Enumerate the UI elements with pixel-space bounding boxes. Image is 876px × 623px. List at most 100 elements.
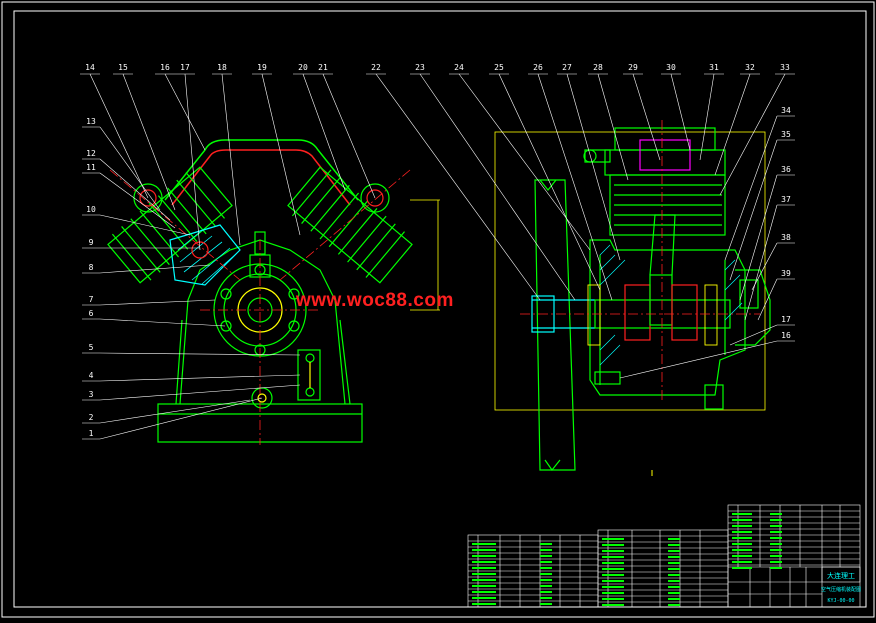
balloon-label: 33 (780, 63, 790, 72)
leader-line (375, 73, 541, 301)
leader-line (221, 73, 241, 246)
leader-line (498, 73, 601, 291)
balloon-label: 27 (562, 63, 572, 72)
balloon-label: 31 (709, 63, 719, 72)
balloon-label: 2 (89, 413, 94, 422)
company-name: 大连理工 (827, 571, 855, 580)
balloon-label: 1 (89, 429, 94, 438)
leader-line (729, 139, 778, 281)
balloon-label: 20 (298, 63, 308, 72)
leader-line (632, 73, 661, 161)
leader-line (99, 299, 216, 306)
leader-line (122, 73, 176, 211)
balloon-label: 29 (628, 63, 638, 72)
balloon-label: 30 (666, 63, 676, 72)
leader-line (99, 318, 226, 327)
balloon-label: 10 (86, 205, 96, 214)
balloon-label: 34 (781, 106, 791, 115)
leader-line (164, 73, 206, 151)
balloon-label: 16 (160, 63, 170, 72)
parts-list-tables (467, 504, 861, 608)
table-rows (468, 505, 860, 607)
leader-line (729, 324, 778, 346)
leader-line (302, 73, 346, 191)
transfer-pipe (164, 139, 359, 201)
leader-line (699, 73, 715, 161)
leader-line (458, 73, 591, 251)
drawing-title: 空气压缩机装配图 (821, 586, 861, 593)
parts-list-fill (472, 513, 782, 606)
balloon-label: 25 (494, 63, 504, 72)
drawing-number: KYJ-00-00 (827, 598, 854, 604)
leader-line (751, 242, 778, 291)
leader-line (670, 73, 691, 151)
leader-lines (80, 73, 795, 440)
leader-line (724, 115, 778, 261)
leader-line (719, 73, 786, 196)
leader-line (744, 204, 778, 321)
leader-line (419, 73, 576, 301)
side-section-view (494, 127, 771, 472)
balloon-label: 16 (781, 331, 791, 340)
balloon-label: 21 (318, 63, 328, 72)
balloon-label: 11 (86, 163, 96, 172)
balloon-label: 38 (781, 233, 791, 242)
balloon-label: 19 (257, 63, 267, 72)
balloon-label: 36 (781, 165, 791, 174)
balloon-label: 13 (86, 117, 96, 126)
balloon-label: 39 (781, 269, 791, 278)
balloon-label: 17 (781, 315, 791, 324)
leader-line (99, 374, 301, 382)
leader-line (99, 384, 301, 401)
leader-line (566, 73, 621, 261)
balloon-label: 32 (745, 63, 755, 72)
leader-line (322, 73, 376, 199)
leader-line (184, 73, 201, 251)
leader-line (89, 73, 149, 199)
leader-line (99, 214, 191, 236)
leader-line (99, 399, 251, 424)
balloon-label: 6 (89, 309, 94, 318)
leader-line (99, 126, 161, 211)
watermark-text: www.woc88.com (296, 290, 454, 311)
balloon-label: 4 (89, 371, 94, 380)
inner-frame (13, 10, 867, 608)
leader-line (757, 278, 778, 321)
balloon-label: 5 (89, 343, 94, 352)
balloon-label: 12 (86, 149, 96, 158)
balloon-label: 15 (118, 63, 128, 72)
balloon-label: 8 (89, 263, 94, 272)
balloon-label: 37 (781, 195, 791, 204)
title-cell: 大连理工 空气压缩机装配图 KYJ-00-00 (821, 566, 861, 604)
leader-line (99, 352, 301, 356)
leader-line (537, 73, 613, 301)
balloon-label: 7 (89, 295, 94, 304)
pulley (534, 179, 576, 471)
side-view-centerlines (520, 120, 760, 400)
balloon-label: 24 (454, 63, 464, 72)
leader-line (714, 73, 751, 176)
balloon-label: 26 (533, 63, 543, 72)
balloon-label: 28 (593, 63, 603, 72)
leader-line (99, 397, 263, 440)
front-view-centerlines (109, 169, 411, 445)
leader-line (619, 340, 778, 379)
leader-line (261, 73, 301, 236)
balloon-label: 23 (415, 63, 425, 72)
balloon-label: 22 (371, 63, 381, 72)
balloon-label: 9 (89, 238, 94, 247)
balloon-label: 14 (85, 63, 95, 72)
leader-line (99, 172, 176, 229)
crankcase-section (589, 239, 746, 396)
balloon-label: 18 (217, 63, 227, 72)
right-cylinder (287, 166, 413, 284)
leader-line (597, 73, 629, 181)
leader-line (99, 264, 211, 274)
balloon-label: 3 (89, 390, 94, 399)
balloon-label: 35 (781, 130, 791, 139)
leader-line (739, 174, 778, 301)
